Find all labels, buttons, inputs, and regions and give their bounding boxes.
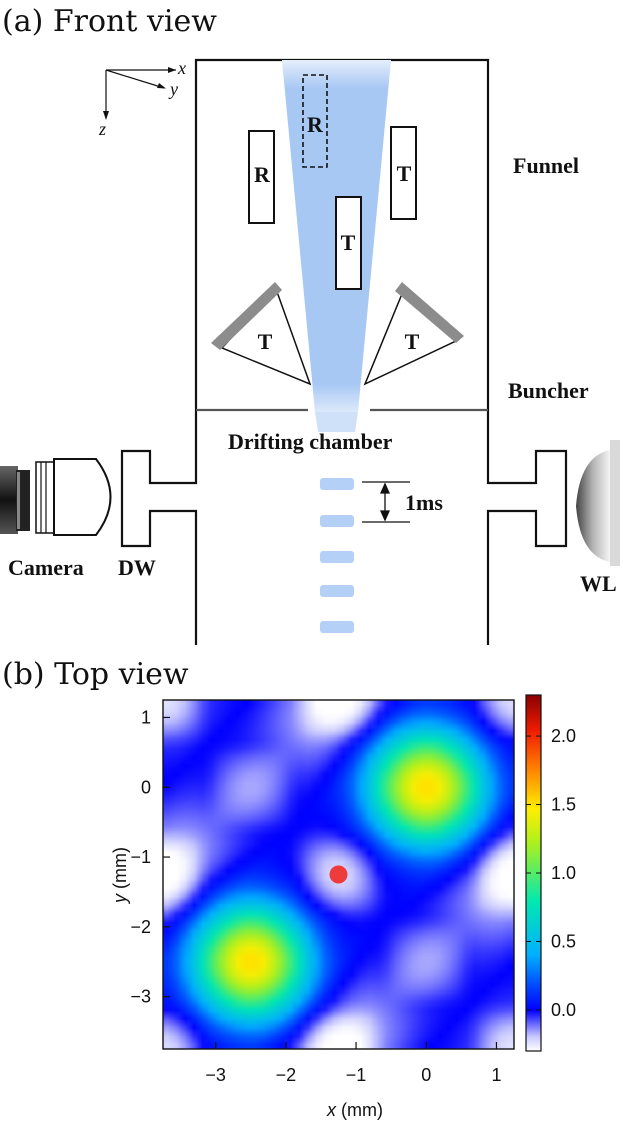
position-marker	[329, 865, 348, 884]
x-axis-ticks: −3 −2 −1 0 1	[205, 1042, 501, 1085]
atom-bunches	[320, 478, 354, 633]
svg-text:R: R	[307, 112, 324, 137]
buncher-label: Buncher	[508, 378, 589, 403]
svg-text:R: R	[254, 162, 271, 187]
camera	[0, 458, 112, 536]
colorbar-tick-label: 1.5	[551, 795, 576, 815]
mirror-t-right: T	[390, 126, 417, 220]
y-tick-label: −2	[130, 917, 151, 937]
mirror-t-triangle-left: T	[211, 282, 312, 386]
y-tick-label: 1	[141, 707, 151, 727]
axis-y-label: y	[168, 79, 178, 99]
y-tick-label: −3	[130, 987, 151, 1007]
interval-marker	[362, 481, 410, 523]
colorbar-tick-label: 1.0	[551, 863, 576, 883]
wl-label: WL	[580, 571, 617, 596]
y-tick-label: 0	[141, 777, 151, 797]
axis-x-label: x	[177, 58, 186, 78]
svg-text:T: T	[405, 329, 420, 354]
mirror-r-left: R	[248, 130, 275, 224]
camera-label: Camera	[8, 555, 84, 580]
axes-indicator: x y z	[98, 58, 186, 139]
drifting-chamber-label: Drifting chamber	[228, 429, 393, 454]
y-axis-title: y (mm)	[110, 847, 130, 905]
plot-frame	[162, 699, 515, 1050]
svg-text:T: T	[258, 329, 273, 354]
colorbar-tick-label: 0.0	[551, 1000, 576, 1020]
x-tick-label: 1	[491, 1065, 501, 1085]
colorbar-tick-label: 0.5	[551, 931, 576, 951]
mirror-r-center: R	[302, 74, 328, 168]
white-light-source	[576, 440, 620, 566]
colorbar-tick-label: 2.0	[551, 726, 576, 746]
y-axis-ticks: −3 −2 −1 0 1	[130, 707, 170, 1007]
panel-a-title: (a) Front view	[2, 4, 217, 39]
dw-label: DW	[118, 555, 156, 580]
x-tick-label: −2	[276, 1065, 297, 1085]
x-tick-label: −1	[346, 1065, 367, 1085]
x-axis-title: x (mm)	[326, 1100, 383, 1120]
axis-z-label: z	[98, 119, 106, 139]
colorbar-ticks: 0.0 0.5 1.0 1.5 2.0	[526, 726, 576, 1020]
svg-text:T: T	[397, 161, 412, 186]
funnel-label: Funnel	[513, 153, 579, 178]
mirror-t-triangle-right: T	[363, 282, 464, 386]
y-tick-label: −1	[130, 847, 151, 867]
x-tick-label: 0	[421, 1065, 431, 1085]
svg-text:T: T	[341, 230, 356, 255]
x-tick-label: −3	[205, 1065, 226, 1085]
interval-label: 1ms	[405, 490, 443, 515]
mirror-t-center: T	[335, 196, 362, 290]
panel-b-title: (b) Top view	[2, 657, 189, 692]
